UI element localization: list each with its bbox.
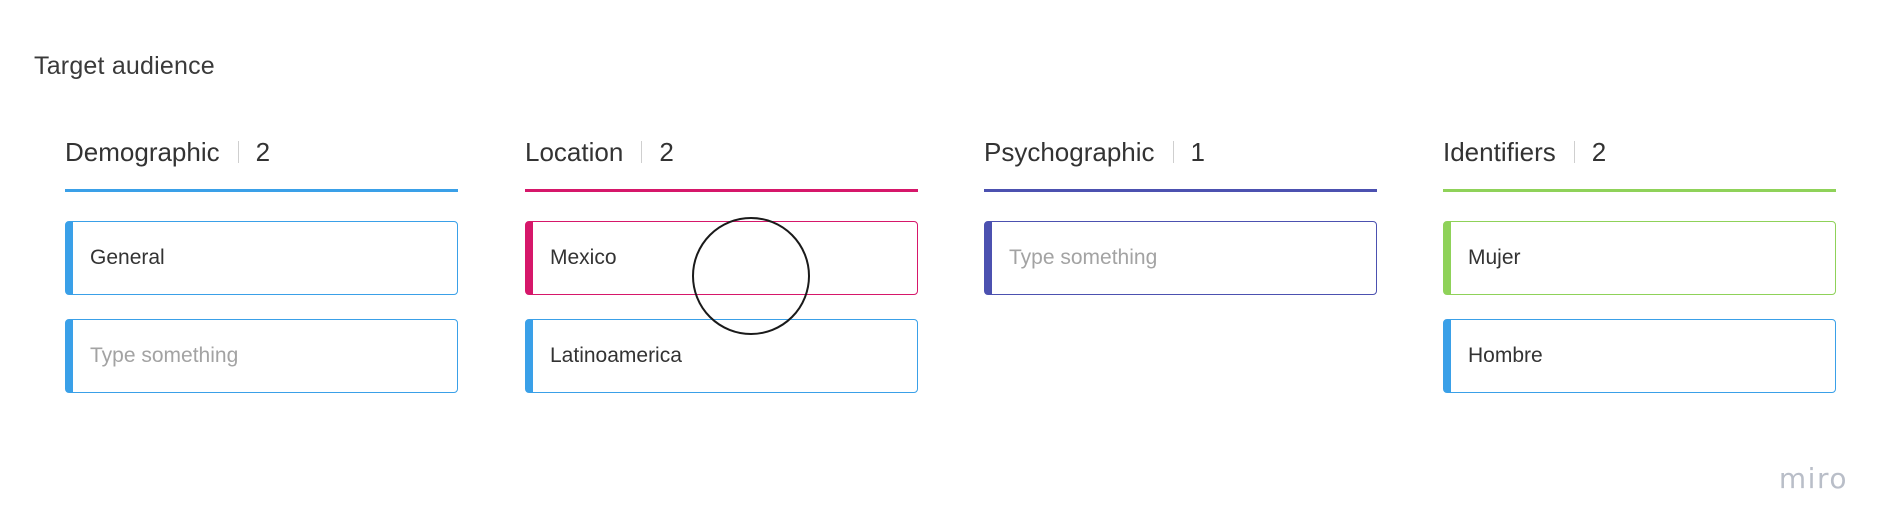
column-underline [525, 189, 918, 192]
column-header[interactable]: Psychographic 1 [984, 132, 1377, 172]
card-text: Mexico [550, 246, 617, 269]
card-placeholder: Type something [1009, 246, 1158, 269]
column-psychographic: Psychographic 1 Type something [984, 132, 1377, 319]
column-location: Location 2 Mexico Latinoamerica [525, 132, 918, 417]
header-divider [237, 141, 239, 163]
column-title: Location [525, 136, 624, 167]
column-header[interactable]: Identifiers 2 [1443, 132, 1836, 172]
column-title: Identifiers [1443, 136, 1556, 167]
card-latinoamerica[interactable]: Latinoamerica [525, 319, 918, 393]
card-text: Mujer [1468, 246, 1521, 269]
header-divider [641, 141, 643, 163]
card-text: Latinoamerica [550, 344, 682, 367]
column-underline [984, 189, 1377, 192]
column-underline [1443, 189, 1836, 192]
column-demographic: Demographic 2 General Type something [65, 132, 458, 417]
card-placeholder: Type something [90, 344, 239, 367]
column-count: 2 [255, 136, 271, 167]
column-underline [65, 189, 458, 192]
column-count: 2 [1591, 136, 1607, 167]
column-header[interactable]: Location 2 [525, 132, 918, 172]
board-title: Target audience [34, 52, 215, 80]
column-identifiers: Identifiers 2 Mujer Hombre [1443, 132, 1836, 417]
card-input[interactable]: Type something [65, 319, 458, 393]
column-count: 1 [1190, 136, 1206, 167]
card-text: Hombre [1468, 344, 1543, 367]
card-general[interactable]: General [65, 221, 458, 295]
header-divider [1172, 141, 1174, 163]
column-title: Demographic [65, 136, 220, 167]
header-divider [1573, 141, 1575, 163]
card-text: General [90, 246, 165, 269]
column-title: Psychographic [984, 136, 1155, 167]
miro-logo: miro [1778, 462, 1848, 495]
column-count: 2 [659, 136, 674, 167]
column-header[interactable]: Demographic 2 [65, 132, 458, 172]
card-hombre[interactable]: Hombre [1443, 319, 1836, 393]
card-input[interactable]: Type something [984, 221, 1377, 295]
card-mexico[interactable]: Mexico [525, 221, 918, 295]
card-mujer[interactable]: Mujer [1443, 221, 1836, 295]
